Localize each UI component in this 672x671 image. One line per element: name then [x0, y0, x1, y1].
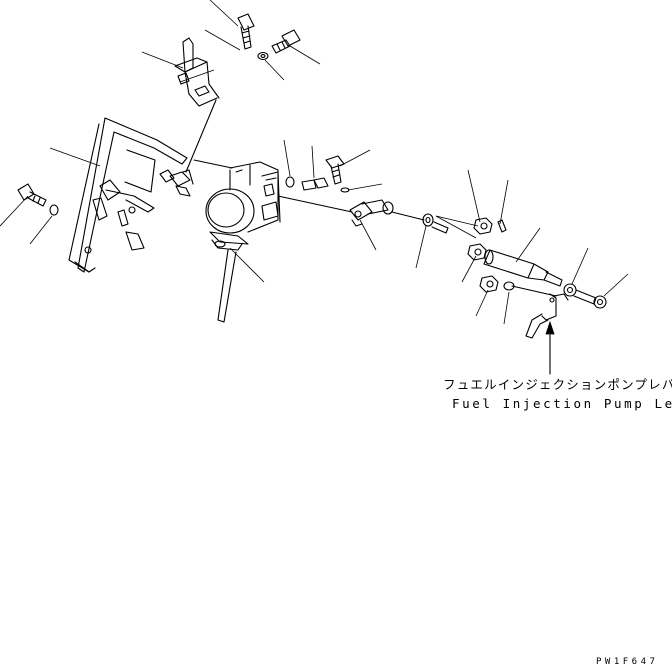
callout-arrow — [545, 320, 555, 375]
right-rod-end — [563, 283, 607, 309]
mid-washer — [285, 176, 295, 188]
upper-right-bolt — [325, 155, 345, 185]
ball-joint — [349, 199, 394, 227]
rod-nut — [422, 213, 449, 234]
right-nut-upper — [473, 217, 493, 235]
long-rod-left — [277, 195, 353, 213]
left-washer — [49, 204, 59, 216]
adjuster-rod — [483, 249, 563, 287]
cable-line — [193, 159, 233, 169]
long-rod-mid — [391, 211, 425, 221]
mid-bolt — [301, 177, 329, 191]
right-nut-lower — [467, 243, 487, 261]
cotter-pin — [497, 219, 507, 233]
left-bolt — [17, 183, 47, 207]
top-washer — [257, 51, 269, 61]
top-bolt — [237, 13, 255, 50]
callout-label-jp: フュエルインジェクションポンプレバー — [443, 377, 672, 392]
drawing-code: PW1F647 — [596, 657, 658, 666]
lower-nut — [479, 275, 499, 293]
fuel-injection-pump-lever — [511, 285, 569, 339]
upper-bracket — [174, 37, 220, 173]
governor-actuator — [205, 161, 281, 323]
small-spring-washer — [340, 187, 350, 193]
cable-clamp — [159, 169, 194, 197]
callout-label-en: Fuel Injection Pump Lever — [452, 396, 672, 411]
leader-lines — [0, 0, 629, 325]
left-bracket-plate — [68, 117, 188, 273]
